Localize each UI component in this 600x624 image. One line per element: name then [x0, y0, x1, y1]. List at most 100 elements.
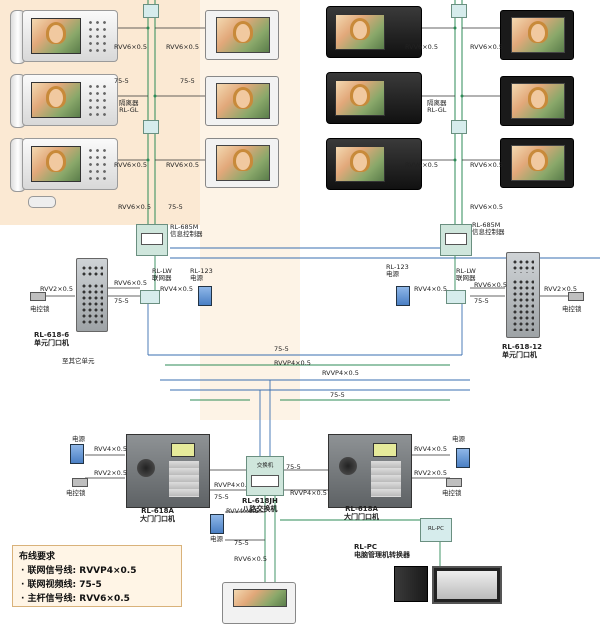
cable-label: 75-5 — [114, 77, 129, 85]
cable-label: RVV2×0.5 — [40, 285, 73, 293]
wiring-requirements-legend: 布线要求 · 联网信号线: RVVP4×0.5 · 联网视频线: 75-5 · … — [12, 545, 182, 607]
cable-label: 75-5 — [286, 463, 301, 471]
main-gate-panel — [328, 434, 412, 508]
cable-label: RVV6×0.5 — [470, 161, 503, 169]
lock-label: 电控锁 — [562, 305, 582, 313]
cable-label: RVV6×0.5 — [114, 161, 147, 169]
cable-label: RVV6×0.5 — [405, 43, 438, 51]
indoor-monitor — [222, 582, 296, 624]
cable-label: RVV4×0.5 — [160, 285, 193, 293]
left-door-panel-label: RL-618-6 单元门口机 — [34, 331, 70, 347]
cable-label: 75-5 — [214, 493, 229, 501]
indoor-monitor — [22, 74, 118, 126]
cable-label: RVV6×0.5 — [166, 43, 199, 51]
center-zone-background — [200, 0, 300, 420]
power-supply-icon — [456, 448, 470, 468]
networker-box — [446, 290, 466, 304]
isolator-box — [143, 120, 159, 134]
indoor-monitor — [22, 10, 118, 62]
left-note-label: 至其它单元 — [62, 357, 95, 365]
right-isolator-label: 隔离器 RL-GL — [427, 99, 447, 115]
cable-label: RVV4×0.5 — [414, 445, 447, 453]
switch-label: RL-618JH 八路交换机 — [242, 497, 278, 513]
pc-monitor-icon — [432, 566, 502, 604]
indoor-monitor — [205, 138, 279, 188]
indoor-monitor — [500, 10, 574, 60]
cable-label: 75-5 — [180, 77, 195, 85]
psu-label: 电源 — [210, 535, 223, 543]
cable-label: RVVP4×0.5 — [290, 489, 327, 497]
indoor-monitor — [500, 76, 574, 126]
switch-box: 交换机 — [246, 456, 284, 496]
indoor-monitor — [326, 72, 422, 124]
left-controller-label: RL-685M 信息控制器 — [170, 223, 203, 239]
main-gate-panel — [126, 434, 210, 508]
cable-label: 75-5 — [168, 203, 183, 211]
legend-title: 布线要求 — [19, 552, 56, 562]
left-psu-label: RL-123 电源 — [190, 267, 213, 283]
cable-label: 75-5 — [274, 345, 289, 353]
info-controller-box — [440, 224, 472, 256]
cable-label: RVV6×0.5 — [166, 161, 199, 169]
cable-label: RVV6×0.5 — [114, 43, 147, 51]
indoor-monitor — [326, 138, 422, 190]
legend-row: · 联网视频线: 75-5 — [21, 580, 102, 590]
networker-box — [140, 290, 160, 304]
cable-label: RVV6×0.5 — [470, 43, 503, 51]
cable-label: RVVP4×0.5 — [274, 359, 311, 367]
cable-label: 75-5 — [114, 297, 129, 305]
left-isolator-label: 隔离器 RL-GL — [119, 99, 139, 115]
electric-lock-icon — [72, 478, 88, 487]
cable-label: RVV6×0.5 — [234, 555, 267, 563]
cable-label: RVV2×0.5 — [544, 285, 577, 293]
cable-label: RVV4×0.5 — [226, 507, 259, 515]
spare-handset-icon — [28, 196, 56, 208]
legend-row: · 主杆信号线: RVV6×0.5 — [21, 594, 130, 604]
cable-label: 75-5 — [474, 297, 489, 305]
isolator-box — [451, 120, 467, 134]
cable-label: RVV4×0.5 — [414, 285, 447, 293]
psu-label: 电源 — [452, 435, 465, 443]
psu-label: 电源 — [72, 435, 85, 443]
gate-wires — [40, 287, 570, 541]
cable-label: RVV6×0.5 — [114, 279, 147, 287]
cable-label: RVV6×0.5 — [405, 161, 438, 169]
green-riser-wires — [147, 0, 463, 230]
power-supply-icon — [70, 444, 84, 464]
electric-lock-icon — [568, 292, 584, 301]
isolator-box — [451, 4, 467, 18]
right-networker-label: RL-LW 联网器 — [456, 267, 476, 283]
blue-network-wires — [147, 247, 600, 460]
cable-label: 75-5 — [330, 391, 345, 399]
legend-row: · 联网信号线: RVVP4×0.5 — [21, 566, 137, 576]
cable-label: RVV4×0.5 — [94, 445, 127, 453]
lock-label: 电控锁 — [442, 489, 462, 497]
pc-converter-box: RL-PC — [420, 518, 452, 542]
info-controller-box — [136, 224, 168, 256]
cable-label: RVV6×0.5 — [474, 281, 507, 289]
right-controller-label: RL-685M 信息控制器 — [472, 221, 505, 237]
right-psu-label: RL-123 电源 — [386, 263, 409, 279]
cable-label: RVV2×0.5 — [414, 469, 447, 477]
electric-lock-icon — [30, 292, 46, 301]
right-door-panel-label: RL-618-12 单元门口机 — [502, 343, 543, 359]
left-networker-label: RL-LW 联网器 — [152, 267, 172, 283]
indoor-monitor — [22, 138, 118, 190]
cable-label: RVVP4×0.5 — [214, 481, 251, 489]
pc-tower-icon — [394, 566, 428, 602]
power-supply-icon — [198, 286, 212, 306]
isolator-box — [143, 4, 159, 18]
unit-door-panel — [76, 258, 108, 332]
cable-label: RVV6×0.5 — [470, 203, 503, 211]
power-supply-icon — [210, 514, 224, 534]
power-supply-icon — [396, 286, 410, 306]
cable-label: RVV2×0.5 — [94, 469, 127, 477]
cable-label: RVVP4×0.5 — [322, 369, 359, 377]
lock-label: 电控锁 — [30, 305, 50, 313]
electric-lock-icon — [446, 478, 462, 487]
unit-door-panel — [506, 252, 540, 338]
junction-dots — [146, 26, 464, 162]
indoor-monitor — [500, 138, 574, 188]
indoor-monitor — [205, 10, 279, 60]
right-main-gate-label: RL-618A 大门门口机 — [344, 505, 379, 521]
